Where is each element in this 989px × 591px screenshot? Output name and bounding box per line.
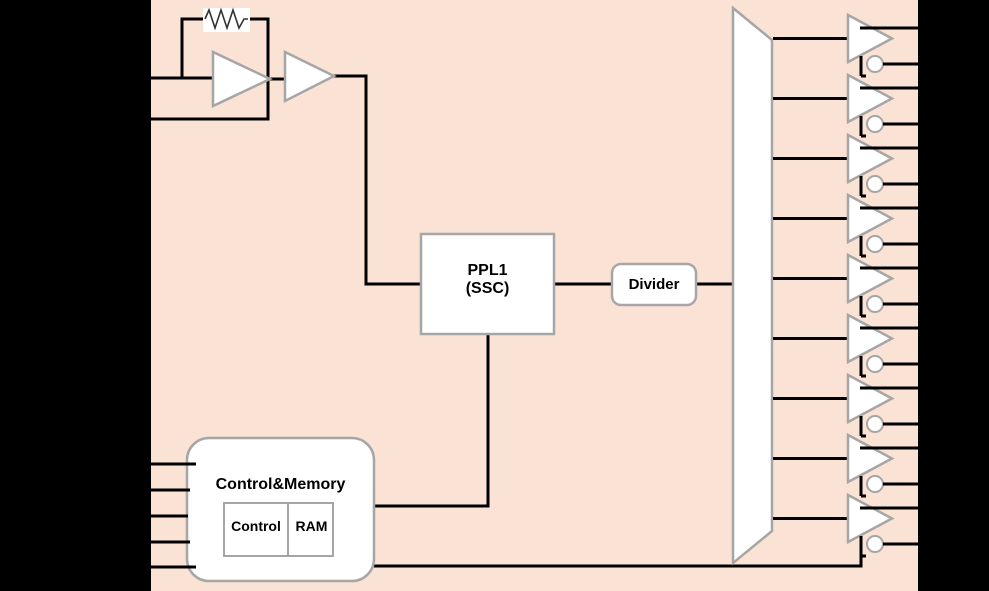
wire-xout	[151, 79, 270, 121]
buffer-amp-icon	[846, 252, 895, 305]
feedback-resistor	[203, 7, 250, 32]
output-buffer-row	[773, 12, 918, 78]
buffer-amp-icon	[846, 372, 895, 425]
oscillator-wires	[151, 17, 421, 286]
inverting-bubble-icon	[866, 295, 884, 313]
oscillator-inverter-amp	[211, 50, 273, 108]
output-buffer-row	[773, 252, 918, 318]
inverting-bubble-icon	[866, 535, 884, 553]
fanout-mux	[731, 5, 774, 566]
output-buffer-row	[773, 312, 918, 378]
buffer-amp-icon	[846, 432, 895, 485]
buffer-amp-icon	[846, 72, 895, 125]
buffer-amp-icon	[846, 192, 895, 245]
inverting-bubble-icon	[866, 175, 884, 193]
buffer-amp-icon	[846, 132, 895, 185]
wire-pll-to-control	[374, 334, 490, 508]
output-buffer-row	[773, 72, 918, 138]
buffer-amp-icon	[846, 312, 895, 365]
inverting-bubble-icon	[866, 55, 884, 73]
divider-block	[610, 262, 698, 307]
wire-control-bottom-bus	[374, 537, 863, 568]
wire-feedback-right	[248, 17, 270, 78]
inverting-bubble-icon	[866, 235, 884, 253]
inverting-bubble-icon	[866, 115, 884, 133]
output-buffer-row	[773, 372, 918, 438]
control-subblock	[223, 502, 289, 557]
buffer-amp-icon	[846, 12, 895, 65]
pll-block	[419, 232, 556, 336]
inverting-bubble-icon	[866, 355, 884, 373]
output-buffer-row	[773, 132, 918, 198]
inverting-bubble-icon	[866, 475, 884, 493]
buffer-amp-icon	[846, 492, 895, 545]
output-buffer-row	[773, 432, 918, 498]
wire-osc-to-pll	[334, 74, 421, 286]
oscillator-buffer-amp	[283, 49, 337, 104]
ram-subblock	[287, 502, 334, 557]
wire-feedback-left	[180, 17, 205, 78]
control-input-pins	[151, 462, 196, 569]
output-buffer-row	[773, 192, 918, 258]
output-buffer-bank	[773, 12, 918, 558]
inverting-bubble-icon	[866, 415, 884, 433]
output-buffer-row	[773, 492, 918, 558]
